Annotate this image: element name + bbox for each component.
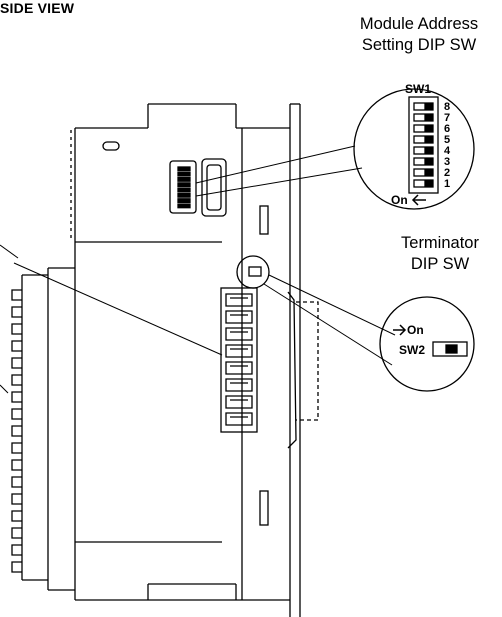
terminal-slot <box>225 327 253 341</box>
sw1-lever <box>424 180 433 187</box>
sw1-position-number: 5 <box>444 134 450 146</box>
connector-tooth <box>11 527 22 539</box>
sw1-position-number: 2 <box>444 167 450 179</box>
connector-tooth <box>11 391 22 403</box>
address-dip-lever <box>177 192 191 198</box>
address-dip-lever <box>177 203 191 209</box>
connector-tooth <box>11 442 22 454</box>
indicator-oval <box>102 141 120 151</box>
connector-tooth <box>11 408 22 420</box>
sw1-lever <box>424 169 433 176</box>
sw1-lever-slot <box>413 179 434 188</box>
connector-tooth <box>11 493 22 505</box>
leader-lines <box>0 145 396 394</box>
sw1-lever-slot <box>413 157 434 166</box>
module-address-line1: Module Address <box>359 15 479 33</box>
sw1-lever-slot <box>413 168 434 177</box>
sw1-lever-slot <box>413 146 434 155</box>
sw1-lever-slot <box>413 102 434 111</box>
arrow-right-icon <box>393 324 407 336</box>
connector-tooth <box>11 459 22 471</box>
sw1-lever <box>424 125 433 132</box>
sw1-lever-slot <box>413 135 434 144</box>
sw2-on-label: On <box>407 323 424 337</box>
sw1-levers <box>413 102 434 188</box>
connector-tooth <box>11 306 22 318</box>
address-dip-lever <box>177 198 191 204</box>
address-dip-lever <box>177 176 191 182</box>
sw1-position-number: 3 <box>444 156 450 168</box>
sw1-on-label: On <box>391 193 408 207</box>
terminal-block <box>220 287 258 433</box>
terminal-slot <box>225 378 253 392</box>
address-dip-lever <box>177 171 191 177</box>
din-rail <box>287 103 319 617</box>
module-address-callout: Module Address Setting DIP SW <box>336 14 502 56</box>
sw1-lever <box>424 136 433 143</box>
connector-tooth <box>11 357 22 369</box>
page-title: SIDE VIEW <box>0 0 75 16</box>
housing-slot-upper <box>259 205 269 235</box>
sw1-lever <box>424 103 433 110</box>
left-connector <box>11 267 75 591</box>
terminator-callout: Terminator DIP SW <box>378 233 502 275</box>
address-dip-lever <box>177 187 191 193</box>
connector-tooth <box>11 323 22 335</box>
terminator-line1: Terminator <box>401 234 479 252</box>
terminal-slot <box>225 395 253 409</box>
connector-tooth <box>11 425 22 437</box>
housing-slot-lower <box>259 490 269 526</box>
connector-tooth <box>11 289 22 301</box>
terminal-slot <box>225 361 253 375</box>
module-address-line2: Setting DIP SW <box>361 36 477 54</box>
terminal-slot <box>225 310 253 324</box>
sw1-position-number: 4 <box>444 145 451 157</box>
terminal-slot <box>225 344 253 358</box>
sw1-zoom <box>353 88 475 210</box>
sw1-lever <box>424 158 433 165</box>
terminal-slot <box>225 412 253 426</box>
connector-tooth <box>11 374 22 386</box>
sw1-position-number: 6 <box>444 123 450 135</box>
connector-tooth <box>11 561 22 573</box>
sw1-label: SW1 <box>405 82 431 96</box>
sw1-position-number: 7 <box>444 112 450 124</box>
terminal-slots <box>225 293 253 426</box>
sw1-position-number: 8 <box>444 101 450 113</box>
sw1-lever-slot <box>413 113 434 122</box>
sw1-position-number: 1 <box>444 178 450 190</box>
sw2-zoom <box>379 296 475 392</box>
connector-tooth <box>11 476 22 488</box>
terminator-line2: DIP SW <box>410 255 470 273</box>
connector-teeth <box>11 289 22 573</box>
sw1-lever <box>424 147 433 154</box>
address-dip-lever <box>177 166 191 172</box>
connector-tooth <box>11 510 22 522</box>
sw1-lever <box>424 114 433 121</box>
terminal-slot <box>225 293 253 307</box>
address-dip-lever <box>177 182 191 188</box>
connector-tooth <box>11 340 22 352</box>
sw1-lever-slot <box>413 124 434 133</box>
address-dip-switch <box>169 158 227 217</box>
address-dip-levers <box>177 166 191 209</box>
sw2-label: SW2 <box>399 343 425 357</box>
module-housing <box>74 103 290 601</box>
arrow-left-icon <box>411 194 426 206</box>
connector-tooth <box>11 544 22 556</box>
